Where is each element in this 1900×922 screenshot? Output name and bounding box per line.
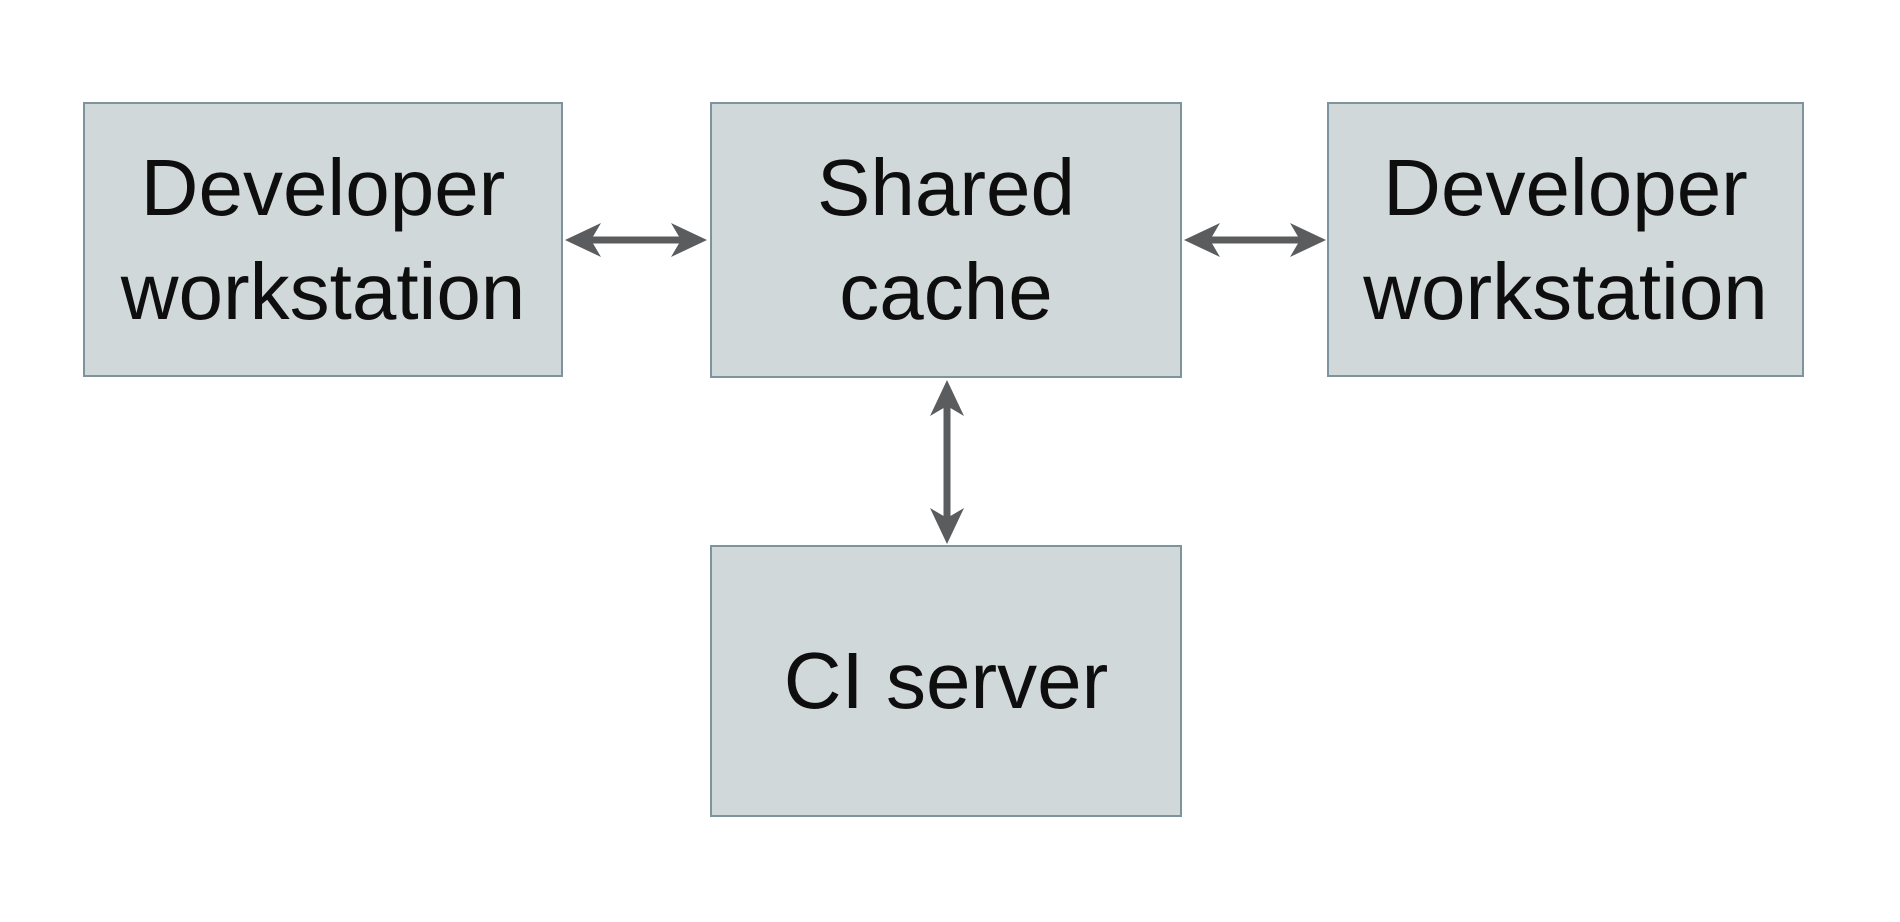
node-label: CI server: [783, 636, 1109, 725]
node-label: Developer workstation: [120, 142, 526, 336]
node-label: Shared cache: [817, 143, 1075, 336]
double-arrow-vertical-icon: [930, 380, 964, 544]
node-label: Developer workstation: [1363, 142, 1768, 336]
double-arrow-left-icon: [565, 223, 707, 257]
node-developer-workstation-left: Developer workstation: [83, 102, 563, 377]
double-arrow-right-icon: [1184, 223, 1326, 257]
node-ci-server: CI server: [710, 545, 1182, 817]
node-shared-cache: Shared cache: [710, 102, 1182, 378]
node-developer-workstation-right: Developer workstation: [1327, 102, 1804, 377]
